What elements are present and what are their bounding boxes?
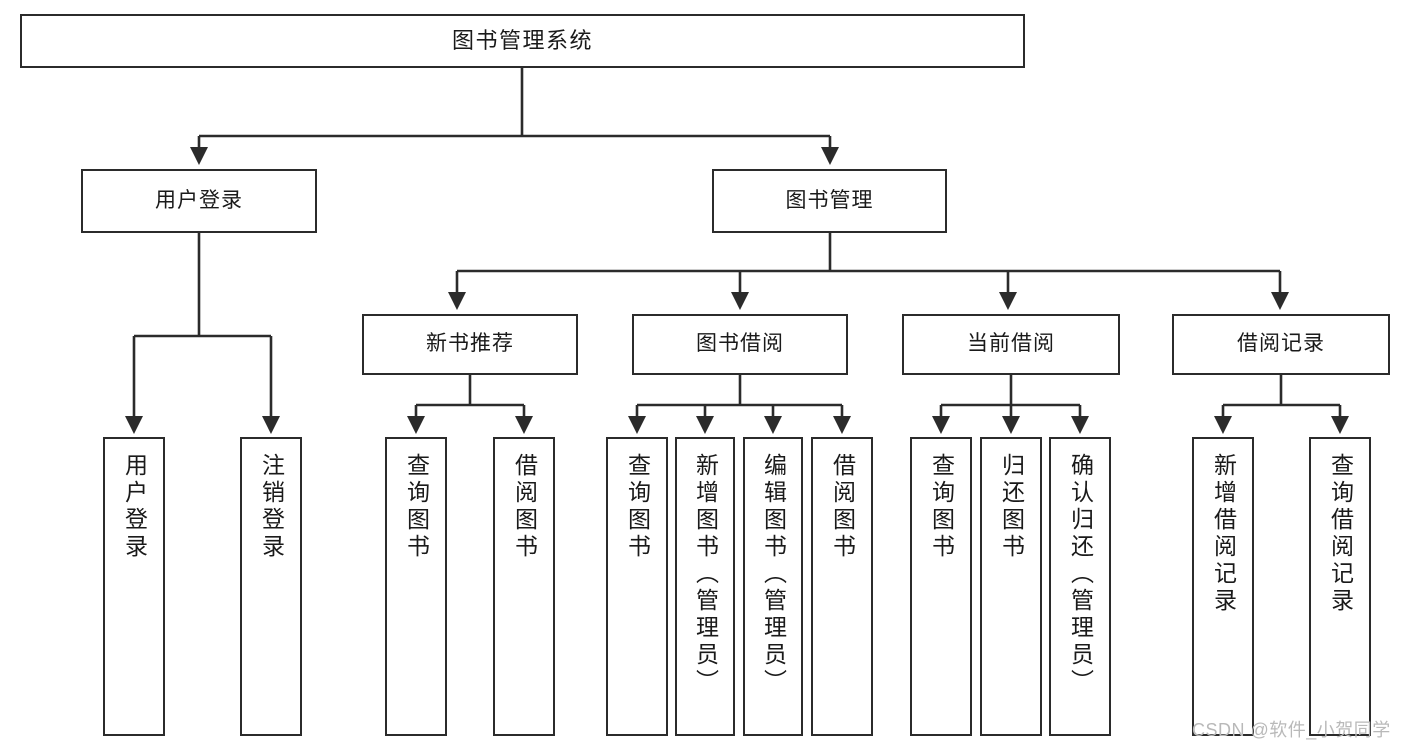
node-label: 当前借阅 [967,332,1055,356]
node-label: 用户登录 [121,453,148,561]
node-label: 图书管理 [785,188,874,212]
node-label: 查询图书 [624,453,651,561]
csdn-watermark: CSDN @软件_小贺同学 [1192,720,1391,740]
node-label: 确认归还（管理员） [1067,453,1094,696]
leaf-borrow-book-new-book[interactable]: 借阅图书 [493,437,555,736]
leaf-query-book-new-book[interactable]: 查询图书 [385,437,447,736]
leaf-logout-login[interactable]: 注销登录 [240,437,302,736]
node-label: 借阅记录 [1237,332,1325,356]
leaf-edit-book-admin[interactable]: 编辑图书（管理员） [743,437,803,736]
leaf-add-borrow-record[interactable]: 新增借阅记录 [1192,437,1254,736]
node-user-login[interactable]: 用户登录 [81,169,317,233]
node-label: 注销登录 [258,453,285,561]
leaf-add-book-admin[interactable]: 新增图书（管理员） [675,437,735,736]
node-new-book-recommend[interactable]: 新书推荐 [362,314,578,375]
node-label: 查询图书 [928,453,955,561]
node-book-borrow[interactable]: 图书借阅 [632,314,848,375]
node-label: 图书管理系统 [451,28,593,54]
node-current-borrow[interactable]: 当前借阅 [902,314,1120,375]
node-label: 新书推荐 [426,332,514,356]
node-label: 图书借阅 [696,332,784,356]
node-label: 借阅图书 [511,453,538,561]
node-label: 用户登录 [155,188,243,212]
leaf-query-borrow-record[interactable]: 查询借阅记录 [1309,437,1371,736]
node-borrow-record[interactable]: 借阅记录 [1172,314,1390,375]
leaf-confirm-return-admin[interactable]: 确认归还（管理员） [1049,437,1111,736]
leaf-return-book[interactable]: 归还图书 [980,437,1042,736]
leaf-user-login[interactable]: 用户登录 [103,437,165,736]
node-label: 归还图书 [998,453,1025,561]
node-label: 查询图书 [403,453,430,561]
node-label: 新增借阅记录 [1210,453,1237,615]
leaf-query-book-current[interactable]: 查询图书 [910,437,972,736]
node-label: 借阅图书 [829,453,856,561]
node-label: 编辑图书（管理员） [760,453,787,696]
node-label: 查询借阅记录 [1327,453,1354,615]
leaf-query-book-borrow[interactable]: 查询图书 [606,437,668,736]
node-label: 新增图书（管理员） [692,453,719,696]
leaf-borrow-book-borrow[interactable]: 借阅图书 [811,437,873,736]
node-root-book-management-system[interactable]: 图书管理系统 [20,14,1025,68]
node-book-management[interactable]: 图书管理 [712,169,947,233]
